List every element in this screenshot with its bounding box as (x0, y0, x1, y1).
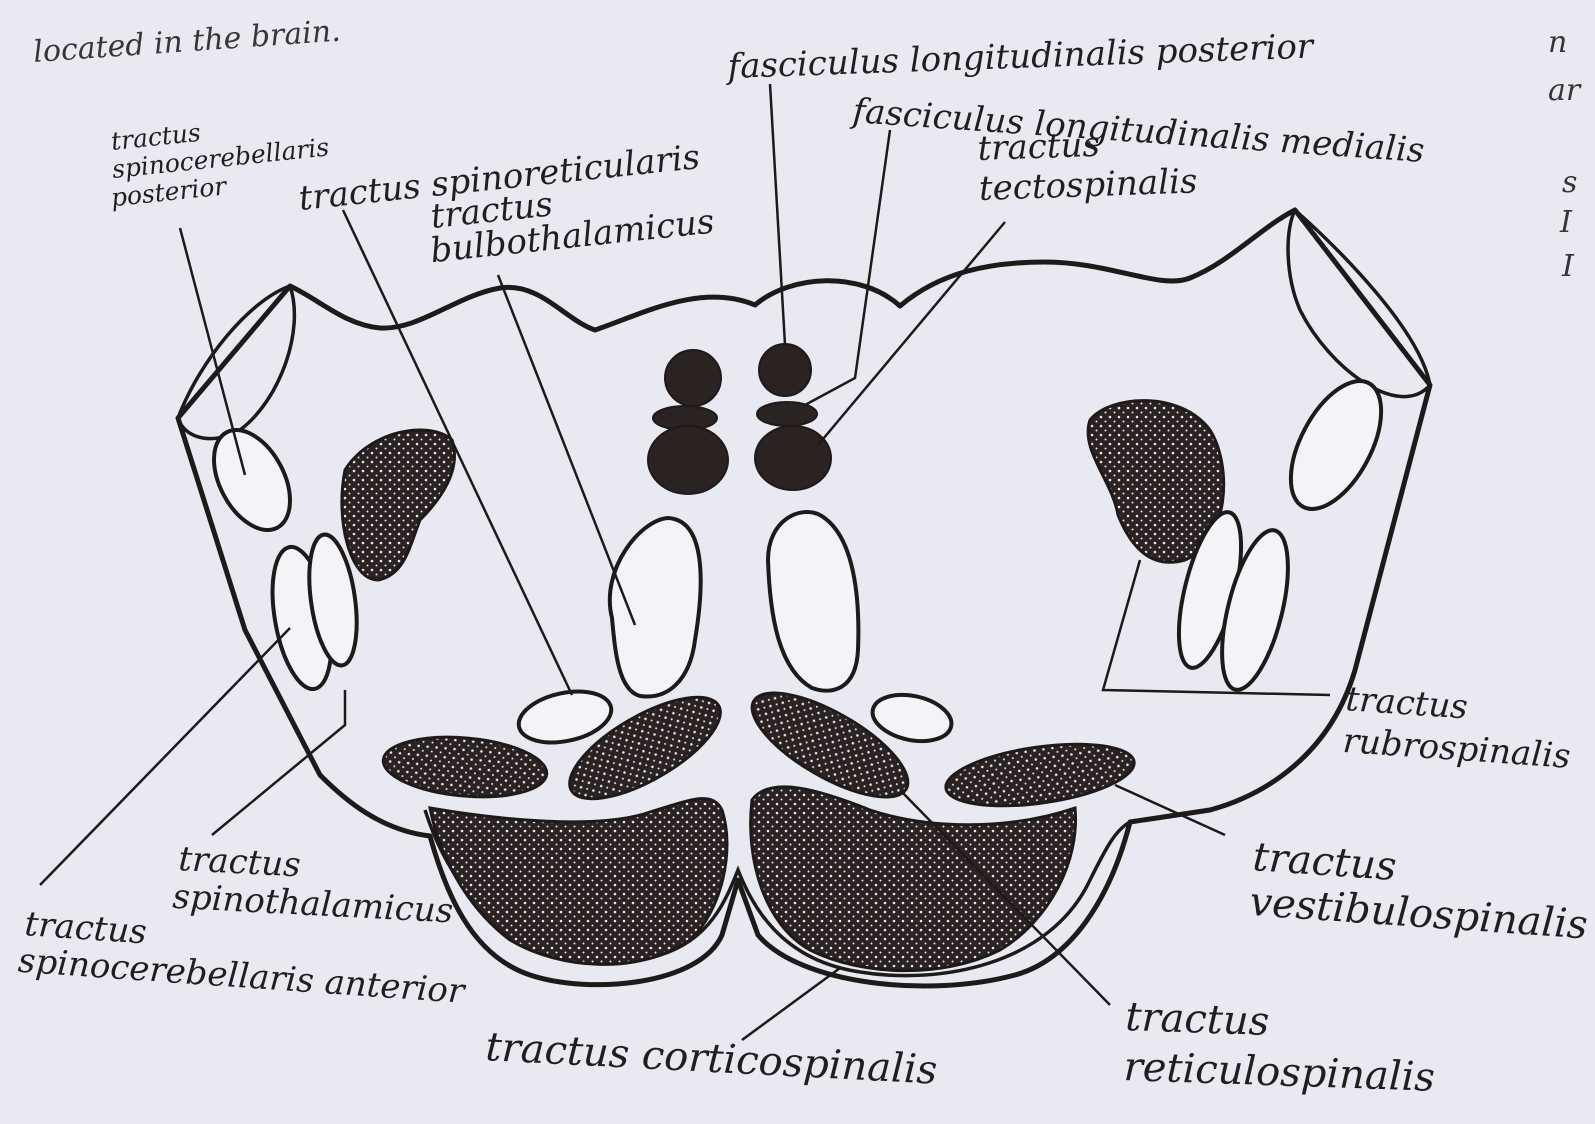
label-tractus-corticospinalis: tractus corticospinalis (484, 1024, 938, 1094)
svg-text:I: I (1559, 205, 1573, 240)
leader-tectospinalis (818, 222, 1005, 445)
leader-fasciculus-posterior (770, 84, 785, 345)
tract-vestibulospinalis-right (942, 734, 1138, 816)
svg-text:n: n (1548, 25, 1567, 60)
svg-text:tectospinalis: tectospinalis (978, 161, 1198, 209)
leader-spinothalamicus (212, 690, 345, 835)
tract-fasciculus-medialis-right (757, 402, 817, 426)
leader-fasciculus-medialis (805, 130, 890, 405)
left-lateral-lobe (178, 286, 294, 439)
label-tractus-rubrospinalis: tractus rubrospinalis (1341, 679, 1574, 777)
svg-text:ar: ar (1548, 73, 1582, 108)
tract-vestibulospinalis-left (381, 731, 549, 803)
tract-corticospinalis-left (430, 799, 727, 965)
svg-text:vestibulospinalis: vestibulospinalis (1248, 879, 1589, 949)
tract-tectospinalis-left (648, 426, 728, 494)
tract-fasciculus-posterior-right (759, 344, 811, 396)
leader-corticospinalis (742, 968, 840, 1040)
svg-text:I: I (1561, 249, 1575, 284)
svg-text:tractus: tractus (977, 125, 1101, 169)
svg-text:s: s (1562, 165, 1577, 200)
svg-text:spinothalamicus: spinothalamicus (172, 877, 455, 932)
tract-bulbothalamicus-left (610, 518, 701, 697)
label-tractus-spinothalamicus: tractus spinothalamicus (172, 839, 457, 932)
right-lateral-lobe (1288, 210, 1430, 397)
svg-text:tractus: tractus (1344, 679, 1469, 727)
svg-text:rubrospinalis: rubrospinalis (1341, 721, 1571, 777)
page-text-top-left: located in the brain. (32, 14, 342, 70)
tract-fasciculus-posterior-left (665, 350, 721, 406)
svg-text:spinocerebellaris anterior: spinocerebellaris anterior (17, 941, 468, 1012)
tract-bulbothalamicus-right (768, 512, 858, 691)
tract-spinoreticularis-right (868, 688, 955, 748)
tract-corticospinalis-right (751, 787, 1076, 971)
svg-text:reticulospinalis: reticulospinalis (1123, 1044, 1436, 1101)
tract-spinocerebellaris-posterior-left (198, 417, 305, 542)
tract-tectospinalis-right (755, 426, 831, 490)
page-text-right-margin: n ar s I I (1548, 25, 1582, 284)
label-fasciculus-longitudinalis-medialis: fasciculus longitudinalis medialis (848, 91, 1425, 171)
label-fasciculus-longitudinalis-posterior: fasciculus longitudinalis posterior (724, 27, 1316, 88)
tract-left-lateral-dark (342, 430, 455, 580)
label-tractus-vestibulospinalis: tractus vestibulospinalis (1248, 834, 1592, 948)
label-tractus-reticulospinalis: tractus reticulospinalis (1123, 994, 1438, 1101)
svg-text:tractus: tractus (1125, 994, 1270, 1045)
leader-bulbothalamicus (498, 275, 635, 625)
